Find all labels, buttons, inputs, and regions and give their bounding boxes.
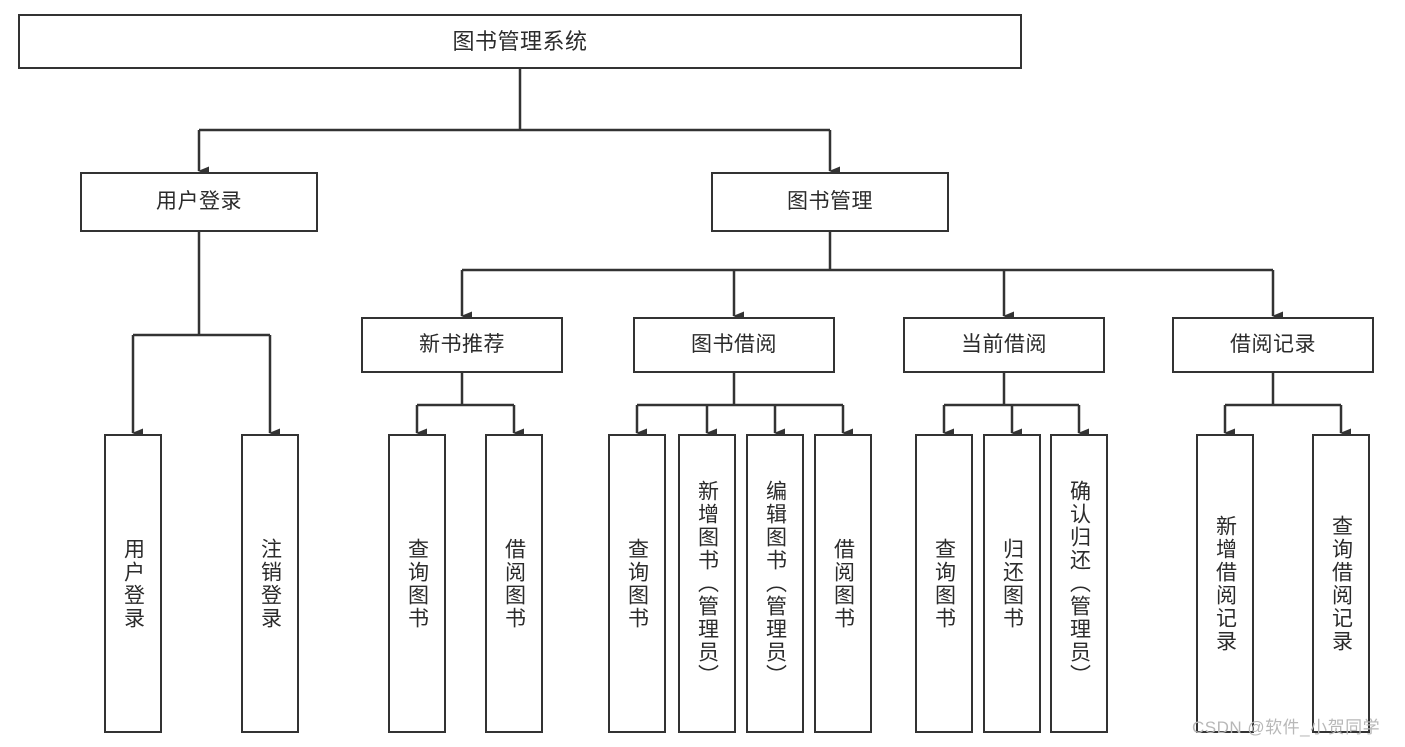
node-label-leaf-add-record: 新增借阅记录: [1213, 514, 1237, 653]
node-label-leaf-user-logout: 注销登录: [258, 537, 282, 630]
node-label-leaf-query-book-1: 查询图书: [405, 537, 429, 630]
node-borrow-record[interactable]: 借阅记录: [1172, 317, 1374, 373]
node-label-leaf-edit-book: 编辑图书（管理员）: [763, 480, 787, 687]
node-label-leaf-confirm-return: 确认归还（管理员）: [1067, 480, 1091, 687]
node-label-new-book-rec: 新书推荐: [419, 332, 505, 356]
node-leaf-borrow-book-2[interactable]: 借阅图书: [814, 434, 872, 733]
node-label-borrow-record: 借阅记录: [1230, 332, 1316, 356]
node-leaf-user-login[interactable]: 用户登录: [104, 434, 162, 733]
node-leaf-query-book-3[interactable]: 查询图书: [915, 434, 973, 733]
node-label-leaf-query-book-2: 查询图书: [625, 537, 649, 630]
node-current-borrow[interactable]: 当前借阅: [903, 317, 1105, 373]
node-label-user-login: 用户登录: [156, 189, 242, 213]
node-leaf-user-logout[interactable]: 注销登录: [241, 434, 299, 733]
node-leaf-query-book-2[interactable]: 查询图书: [608, 434, 666, 733]
node-leaf-add-book[interactable]: 新增图书（管理员）: [678, 434, 736, 733]
watermark: CSDN @软件_小贺同学: [1192, 718, 1381, 737]
node-book-borrow[interactable]: 图书借阅: [633, 317, 835, 373]
node-label-current-borrow: 当前借阅: [961, 332, 1047, 356]
node-leaf-edit-book[interactable]: 编辑图书（管理员）: [746, 434, 804, 733]
node-new-book-rec[interactable]: 新书推荐: [361, 317, 563, 373]
node-root[interactable]: 图书管理系统: [18, 14, 1022, 69]
node-label-leaf-query-record: 查询借阅记录: [1329, 514, 1353, 653]
edge-group: [131, 69, 1351, 438]
node-label-root: 图书管理系统: [452, 28, 588, 54]
node-book-manage[interactable]: 图书管理: [711, 172, 949, 232]
node-leaf-return-book[interactable]: 归还图书: [983, 434, 1041, 733]
node-label-leaf-return-book: 归还图书: [1000, 537, 1024, 630]
node-label-leaf-borrow-book-2: 借阅图书: [831, 537, 855, 630]
node-label-leaf-borrow-book-1: 借阅图书: [502, 537, 526, 630]
node-leaf-confirm-return[interactable]: 确认归还（管理员）: [1050, 434, 1108, 733]
node-label-leaf-user-login: 用户登录: [121, 537, 145, 630]
node-leaf-query-record[interactable]: 查询借阅记录: [1312, 434, 1370, 733]
node-label-leaf-query-book-3: 查询图书: [932, 537, 956, 630]
node-leaf-add-record[interactable]: 新增借阅记录: [1196, 434, 1254, 733]
node-label-book-manage: 图书管理: [787, 189, 873, 213]
node-user-login[interactable]: 用户登录: [80, 172, 318, 232]
node-leaf-query-book-1[interactable]: 查询图书: [388, 434, 446, 733]
node-label-leaf-add-book: 新增图书（管理员）: [695, 480, 719, 687]
node-leaf-borrow-book-1[interactable]: 借阅图书: [485, 434, 543, 733]
node-label-book-borrow: 图书借阅: [691, 332, 777, 356]
